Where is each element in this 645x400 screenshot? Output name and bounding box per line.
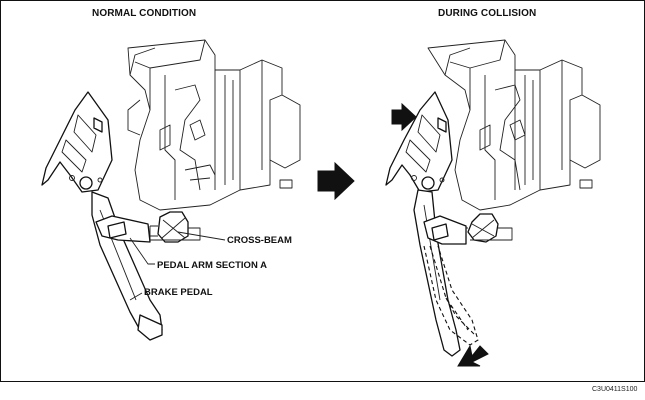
arrow-right-icon (391, 102, 417, 132)
pedal-bracket-assembly-collision (427, 39, 601, 211)
pedal-arm-section-a-collision (423, 215, 467, 245)
brake-pedal-arm-collision (413, 189, 461, 357)
pedal-bracket-assembly (127, 39, 301, 211)
diagram-frame (0, 0, 645, 382)
collision-illustration (385, 39, 601, 367)
pedal-original-position-dashed (423, 245, 479, 346)
pedal-lever (41, 91, 113, 193)
leader-brake-pedal (129, 292, 143, 301)
cross-beam (149, 211, 201, 243)
normal-condition-illustration (41, 39, 301, 341)
leader-cross-beam (177, 231, 226, 241)
pedal-arm-section-label: PEDAL ARM SECTION A (157, 260, 267, 271)
leader-pedal-arm-section (129, 237, 155, 265)
brake-pedal-arm (91, 191, 163, 341)
during-collision-title: DURING COLLISION (438, 8, 537, 19)
pedal-arm-section-a (95, 215, 151, 243)
figure-code: C3U0411S100 (592, 386, 638, 393)
pedal-lever-collision (385, 91, 453, 193)
arrow-down-left-icon (457, 344, 489, 367)
normal-condition-title: NORMAL CONDITION (92, 8, 197, 19)
cross-beam-collision (460, 213, 513, 243)
cross-beam-label: CROSS-BEAM (227, 235, 292, 246)
brake-pedal-label: BRAKE PEDAL (144, 287, 213, 298)
arrow-right-icon (317, 161, 355, 201)
